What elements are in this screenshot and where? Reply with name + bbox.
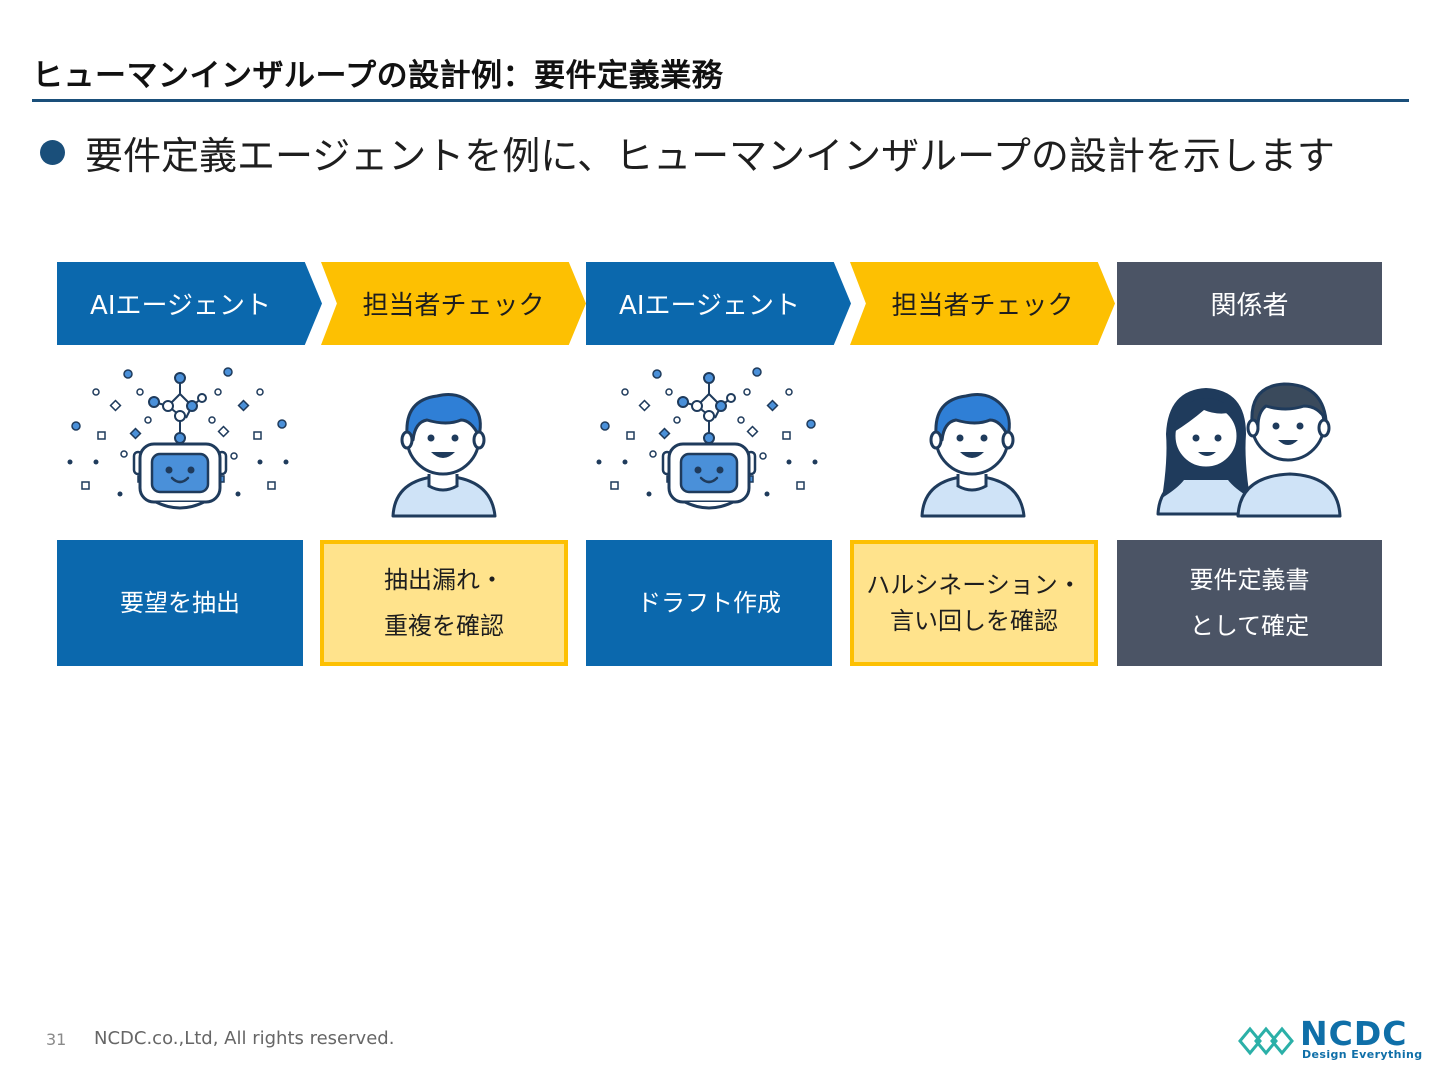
step-label: 関係者 [1210, 285, 1288, 322]
logo-mark-icon [1236, 1020, 1296, 1062]
slide-title: ヒューマンインザループの設計例：要件定義業務 [32, 50, 723, 95]
bullet-dot-icon [40, 140, 65, 165]
copyright-text: NCDC.co.,Ltd, All rights reserved. [94, 1028, 394, 1049]
task-line: 言い回しを確認 [890, 603, 1058, 639]
task-box-extract-requests: 要望を抽出 [57, 540, 303, 666]
task-line: 要件定義書 [1190, 557, 1310, 603]
task-line: 要望を抽出 [120, 580, 240, 626]
task-box-draft: ドラフト作成 [586, 540, 832, 666]
person-icon [321, 360, 567, 520]
task-line: ハルシネーション・ [866, 567, 1082, 603]
task-line: 重複を確認 [384, 603, 504, 649]
step-stakeholders: 関係者 [1117, 262, 1382, 345]
task-line: として確定 [1190, 603, 1309, 649]
step-label: AIエージェント [619, 285, 800, 322]
step-ai-agent-1: AIエージェント [57, 262, 322, 345]
logo-tagline: Design Everything [1302, 1048, 1423, 1061]
task-box-check-omissions: 抽出漏れ・ 重複を確認 [320, 540, 568, 666]
task-line: 抽出漏れ・ [384, 557, 504, 603]
bullet-item: 要件定義エージェントを例に、ヒューマンインザループの設計を示します [40, 122, 1335, 182]
task-box-finalize: 要件定義書 として確定 [1117, 540, 1382, 666]
step-ai-agent-2: AIエージェント [586, 262, 851, 345]
step-reviewer-check-2: 担当者チェック [850, 262, 1115, 345]
bullet-text: 要件定義エージェントを例に、ヒューマンインザループの設計を示します [85, 125, 1335, 180]
stakeholders-icon [1150, 360, 1350, 520]
ai-robot-icon [586, 360, 832, 520]
person-icon [850, 360, 1096, 520]
step-reviewer-check-1: 担当者チェック [321, 262, 586, 345]
task-line: ドラフト作成 [637, 580, 781, 626]
step-label: AIエージェント [90, 285, 271, 322]
step-label: 担当者チェック [891, 285, 1073, 322]
page-number: 31 [46, 1030, 66, 1049]
step-label: 担当者チェック [362, 285, 544, 322]
task-box-check-hallucination: ハルシネーション・ 言い回しを確認 [850, 540, 1098, 666]
ai-robot-icon [57, 360, 303, 520]
ncdc-logo: NCDC Design Everything [1236, 1016, 1416, 1066]
title-divider [32, 99, 1409, 102]
